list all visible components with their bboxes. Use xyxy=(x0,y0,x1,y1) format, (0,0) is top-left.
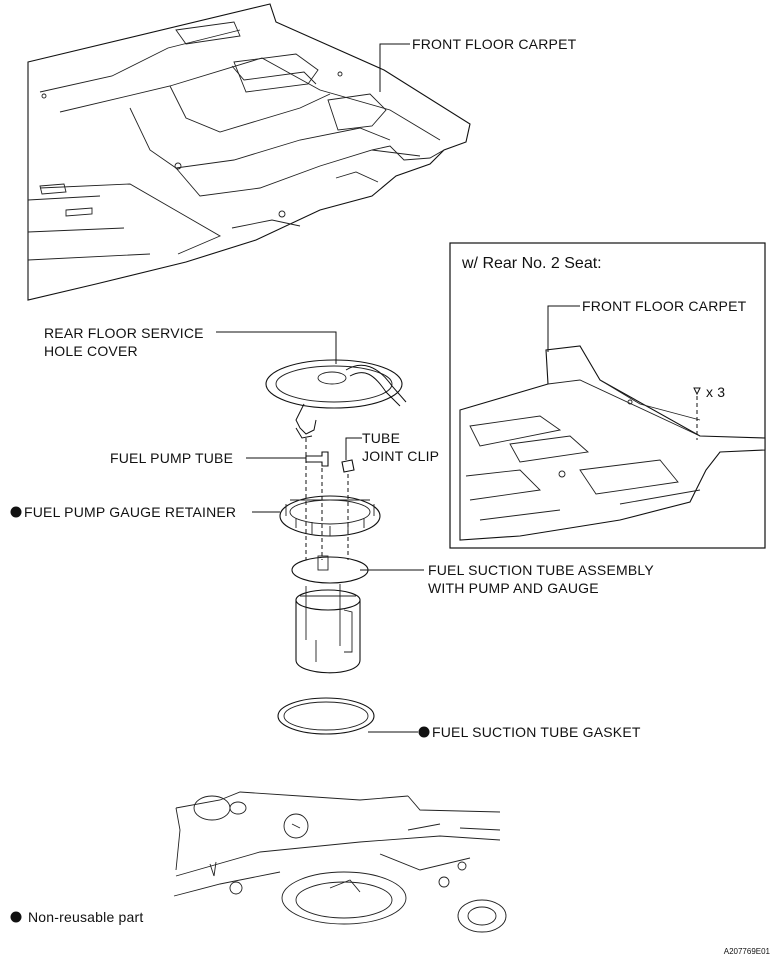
front-floor-carpet-drawing xyxy=(27,3,471,301)
lower-floor-panel-drawing xyxy=(173,791,507,933)
non-reusable-legend-icon xyxy=(10,911,22,923)
fastener-quantity: x 3 xyxy=(706,384,725,400)
fuel-pump-tube-label: FUEL PUMP TUBE xyxy=(110,450,233,466)
leader-lines xyxy=(216,43,424,733)
rear-floor-service-hole-cover xyxy=(265,359,407,439)
inset-title: w/ Rear No. 2 Seat: xyxy=(461,255,602,272)
tube-clip-label-line2: JOINT CLIP xyxy=(362,448,439,464)
fuel-pump-tube xyxy=(305,451,329,467)
fuel-pump-gauge-retainer xyxy=(279,495,381,537)
inset-rear-no2-seat: w/ Rear No. 2 Seat: x 3 FRONT FLOOR CARP… xyxy=(449,242,766,549)
legend: Non-reusable part xyxy=(10,909,143,925)
rear-cover-label-line2: HOLE COVER xyxy=(44,343,138,359)
legend-text: Non-reusable part xyxy=(28,909,143,925)
front-floor-carpet-label: FRONT FLOOR CARPET xyxy=(412,36,577,52)
fuel-suction-tube-gasket xyxy=(277,697,375,735)
non-reusable-marker-icon xyxy=(418,726,430,738)
fuel-suction-tube-assembly xyxy=(291,555,369,674)
gauge-retainer-label: FUEL PUMP GAUGE RETAINER xyxy=(24,504,236,520)
tube-joint-clip xyxy=(341,459,355,473)
inset-front-floor-carpet-label: FRONT FLOOR CARPET xyxy=(582,298,747,314)
tube-clip-label-line1: TUBE xyxy=(362,430,400,446)
gasket-label: FUEL SUCTION TUBE GASKET xyxy=(432,724,641,740)
suction-label-line2: WITH PUMP AND GAUGE xyxy=(428,580,599,596)
suction-label-line1: FUEL SUCTION TUBE ASSEMBLY xyxy=(428,562,654,578)
rear-cover-label-line1: REAR FLOOR SERVICE xyxy=(44,325,204,341)
non-reusable-marker-icon xyxy=(10,506,22,518)
part-labels: FRONT FLOOR CARPET REAR FLOOR SERVICE HO… xyxy=(10,36,654,740)
figure-id: A207769E01 xyxy=(724,947,771,956)
alignment-lines xyxy=(305,438,349,560)
inset-carpet-leader xyxy=(547,305,580,352)
fastener-clip-icon xyxy=(693,387,701,440)
